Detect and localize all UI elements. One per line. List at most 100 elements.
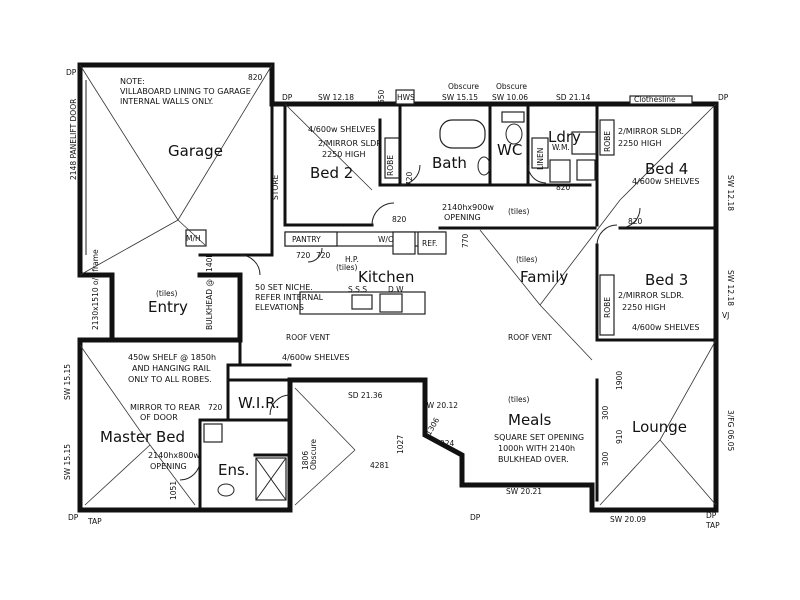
room-ensuite: Ens. <box>218 461 250 479</box>
note: ROBE <box>386 155 395 176</box>
note: 4/600w SHELVES <box>632 177 699 186</box>
note: 2250 HIGH <box>618 139 662 148</box>
label: SD 21.14 <box>556 93 591 102</box>
note: STORE <box>271 175 280 200</box>
label: VJ <box>722 311 729 320</box>
room-kitchen: Kitchen <box>358 268 414 286</box>
note: OF DOOR <box>140 413 178 422</box>
room-wc: WC <box>497 141 522 159</box>
dimension: 820 <box>248 73 263 82</box>
roof-lines <box>79 64 717 506</box>
note: (tiles) <box>336 263 358 272</box>
dimension: 650 <box>377 89 386 104</box>
dimension: 770 <box>461 233 470 248</box>
note: AND HANGING RAIL <box>132 364 211 373</box>
note: 4/600w SHELVES <box>282 353 349 362</box>
room-bath: Bath <box>432 154 467 172</box>
label: SW 15.15 <box>63 444 72 480</box>
room-garage: Garage <box>168 142 223 160</box>
note: 2/MIRROR SLDR. <box>618 127 684 136</box>
note: Obscure <box>309 439 318 470</box>
note: D.W <box>388 285 404 294</box>
note: Obscure <box>496 82 527 91</box>
room-laundry: Ldry <box>548 128 581 146</box>
label: SW 15.15 <box>442 93 478 102</box>
note: W.M. <box>552 143 570 152</box>
label: DP <box>66 68 77 77</box>
note: ROOF VENT <box>286 333 330 342</box>
note: 2140hx900w <box>442 203 494 212</box>
note: 1000h WITH 2140h <box>498 444 575 453</box>
note: 4/600w SHELVES <box>308 125 375 134</box>
label: SW 12.18 <box>726 270 735 306</box>
room-family: Family <box>520 268 568 286</box>
note: Clothesline <box>634 95 676 104</box>
note: OPENING <box>444 213 481 222</box>
room-wir: W.I.R. <box>238 394 280 412</box>
outer-walls <box>77 62 719 513</box>
label: SW 20.09 <box>610 515 646 524</box>
annotations: NOTE: VILLABOARD LINING TO GARAGE INTERN… <box>69 77 699 471</box>
note: BULKHEAD OVER. <box>498 455 569 464</box>
room-labels: Garage Bed 2 Bath WC Ldry Bed 4 Bed 3 Ki… <box>100 128 688 479</box>
dimension: 300 <box>601 405 610 420</box>
label: SW 15.15 <box>63 364 72 400</box>
note: M/H <box>186 234 201 243</box>
label: SW 20.21 <box>506 487 542 496</box>
note: S.S.S <box>348 285 367 294</box>
dimension: 924 <box>440 439 455 448</box>
note: 450w SHELF @ 1850h <box>128 353 216 362</box>
room-meals: Meals <box>508 411 552 429</box>
note: OPENING <box>150 462 187 471</box>
dimension: 4281 <box>370 461 389 470</box>
label: DP <box>718 93 729 102</box>
note: 4/600w SHELVES <box>632 323 699 332</box>
note: HWS <box>397 93 415 102</box>
note: 2250 HIGH <box>322 150 366 159</box>
room-bed3: Bed 3 <box>645 271 688 289</box>
note: (tiles) <box>156 289 178 298</box>
note: ROOF VENT <box>508 333 552 342</box>
fixtures <box>85 80 693 501</box>
note: (tiles) <box>508 207 530 216</box>
note: Obscure <box>448 82 479 91</box>
note: PANTRY <box>292 235 321 244</box>
room-master-bed: Master Bed <box>100 428 185 446</box>
dimension: 720 <box>316 251 331 260</box>
note: SQUARE SET OPENING <box>494 433 584 442</box>
dimension: 820 <box>392 215 407 224</box>
label: SW 12.18 <box>318 93 354 102</box>
label: DP <box>282 93 293 102</box>
label: SW 12.18 <box>726 175 735 211</box>
note: VILLABOARD LINING TO GARAGE <box>120 87 251 96</box>
label: 3/FG 06.05 <box>726 410 735 452</box>
note: ROBE <box>603 297 612 318</box>
dimension: 1027 <box>396 435 405 454</box>
note: MIRROR TO REAR <box>130 403 201 412</box>
label: SW 10.06 <box>492 93 528 102</box>
doors <box>179 164 641 481</box>
note: REF. <box>422 239 437 248</box>
dimension: 720 <box>208 403 223 412</box>
note: ONLY TO ALL ROBES. <box>128 375 212 384</box>
label: SD 21.36 <box>348 391 383 400</box>
note: 2140hx800w <box>148 451 200 460</box>
note: W/O <box>378 235 394 244</box>
note: 2148 PANELIFT DOOR <box>69 99 78 180</box>
note: REFER INTERNAL <box>255 293 324 302</box>
room-bed4: Bed 4 <box>645 160 688 178</box>
dimension: 300 <box>601 451 610 466</box>
dimension: 910 <box>615 429 624 444</box>
label: TAP <box>705 521 720 530</box>
note: 2250 HIGH <box>622 303 666 312</box>
note: 1806 <box>301 451 310 470</box>
interior-walls <box>198 98 718 512</box>
room-bed2: Bed 2 <box>310 164 353 182</box>
dimension: 1900 <box>615 371 624 390</box>
dimension: 1051 <box>169 481 178 500</box>
room-lounge: Lounge <box>632 418 687 436</box>
label: SW 20.12 <box>422 401 458 410</box>
note: 2/MIRROR SLDR <box>318 139 382 148</box>
note: H.P. <box>345 255 359 264</box>
label: DP <box>68 513 79 522</box>
